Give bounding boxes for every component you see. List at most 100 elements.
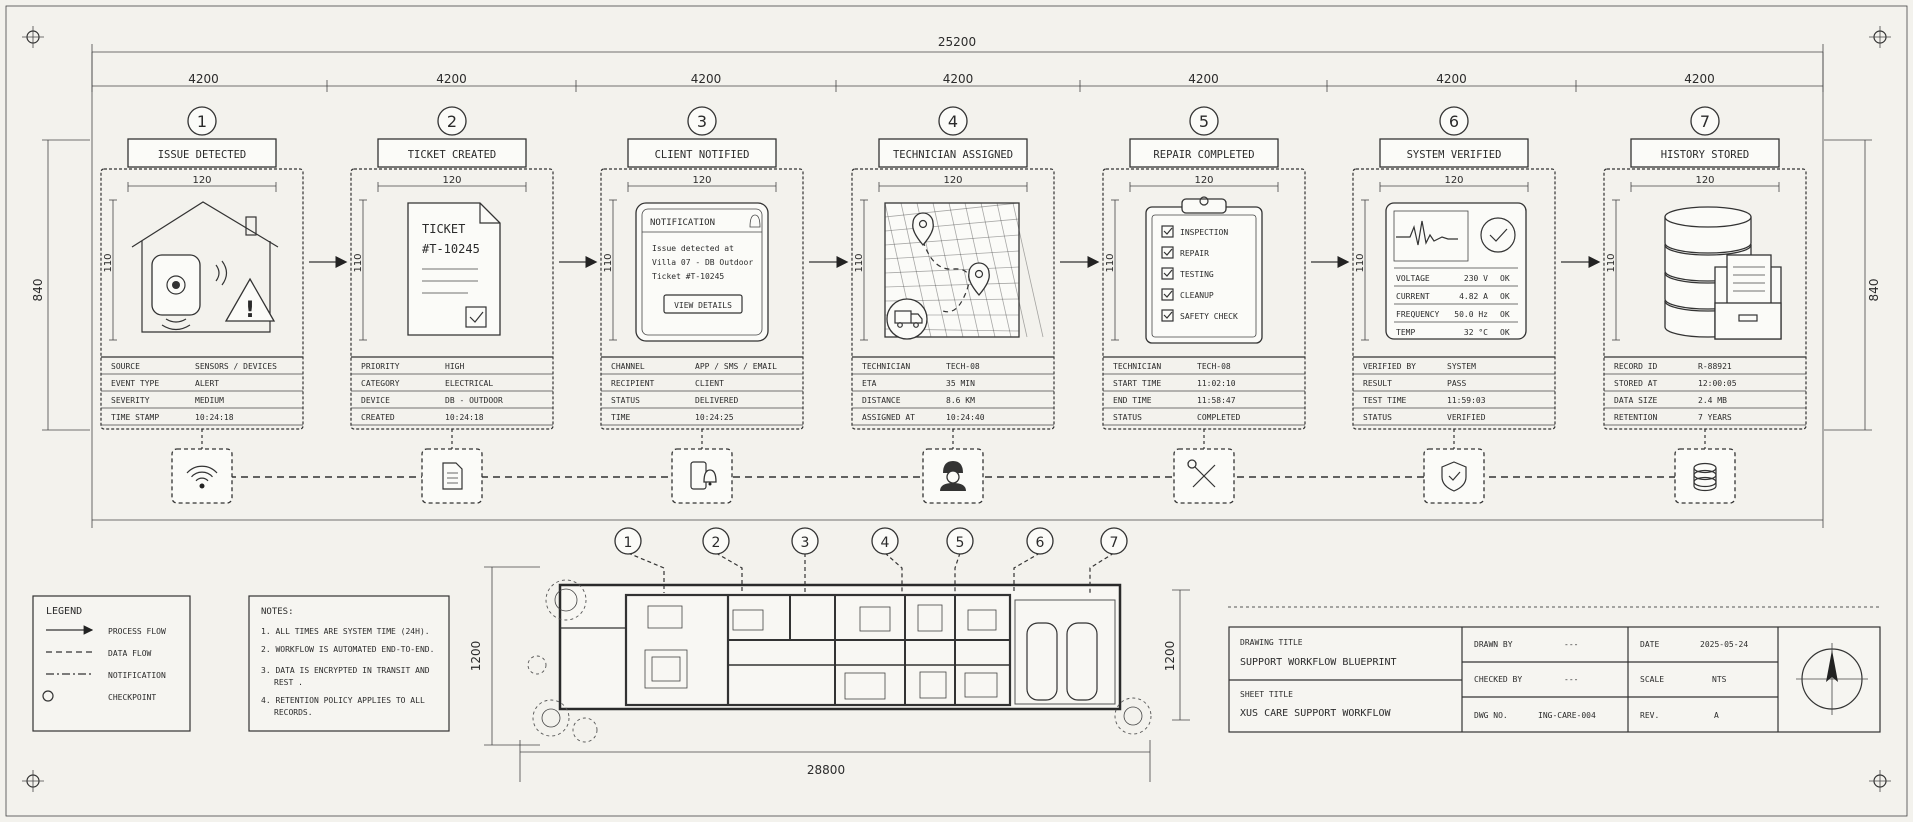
card-width-dim: 120 [192,175,211,186]
row-label: STATUS [1113,413,1142,422]
note-1: 1. ALL TIMES ARE SYSTEM TIME (24H). [261,627,430,636]
card-width-dim: 120 [1194,175,1213,186]
step-number-circle [938,106,968,136]
row-label: TEST TIME [1363,396,1407,405]
plan-marker-number: 7 [1110,535,1119,551]
row-value: SYSTEM [1447,362,1476,371]
note-3a: 3. DATA IS ENCRYPTED IN TRANSIT AND [261,666,430,675]
note-4a: 4. RETENTION POLICY APPLIES TO ALL [261,696,425,705]
title-block: DRAWING TITLE SUPPORT WORKFLOW BLUEPRINT… [1228,606,1881,733]
step-title-box [377,138,527,168]
row-label: TECHNICIAN [862,362,910,371]
phone-bell-icon [671,448,733,504]
step-title: TICKET CREATED [408,149,497,161]
database-archive-icon [1664,206,1782,340]
step-number-circle [437,106,467,136]
note-2: 2. WORKFLOW IS AUTOMATED END-TO-END. [261,645,434,654]
dim-segment-label: 4200 [1188,72,1219,86]
step-number-circle [1189,106,1219,136]
row-label: STATUS [611,396,640,405]
step-title-box [627,138,777,168]
plan-dim-left: 1200 [469,641,483,672]
row-value: HIGH [445,362,464,371]
plan-marker: 4 [871,527,903,593]
dim-segment-label: 4200 [188,72,219,86]
legend-notification: NOTIFICATION [108,671,166,680]
row-label: DISTANCE [862,396,901,405]
row-value: 10:24:25 [695,413,734,422]
ticket-id: #T-10245 [422,242,480,256]
scale-label: SCALE [1640,675,1664,684]
card-width-dim: 120 [943,175,962,186]
row-label: START TIME [1113,379,1161,388]
svg-text:!: ! [245,298,255,323]
step-number: 7 [1700,112,1710,131]
notes-title: NOTES: [261,607,294,617]
checklist-item: SAFETY CHECK [1180,312,1238,321]
step-title: REPAIR COMPLETED [1153,149,1254,161]
row-value: 11:59:03 [1447,396,1486,405]
notification-line-1: Issue detected at [652,244,734,253]
dim-right-label: 840 [1867,279,1881,302]
reading-value: 230 V [1464,274,1488,283]
card-height-dim: 110 [854,253,865,272]
document-icon [421,448,483,504]
checklist-item: INSPECTION [1180,228,1228,237]
plan-marker: 7 [1089,527,1128,593]
row-label: RESULT [1363,379,1392,388]
row-value: ELECTRICAL [445,379,493,388]
rev-label: REV. [1640,711,1659,720]
legend-checkpoint-symbol [42,690,54,702]
row-label: RECIPIENT [611,379,655,388]
row-value: 11:02:10 [1197,379,1236,388]
card-height-dim: 110 [1606,253,1617,272]
row-value: DB - OUTDOOR [445,396,503,405]
shield-check-icon [1423,448,1485,504]
row-label: ASSIGNED AT [862,413,915,422]
reading-status: OK [1500,274,1510,283]
step-number-circle [187,106,217,136]
row-label: TIME STAMP [111,413,159,422]
step-title-box [1129,138,1279,168]
ticket-document-icon: TICKET #T-10245 [407,202,501,336]
notes: NOTES: 1. ALL TIMES ARE SYSTEM TIME (24H… [248,595,450,732]
drawn-by-value: --- [1564,640,1578,649]
dim-left-label: 840 [31,279,45,302]
ticket-title: TICKET [422,222,465,236]
plan-marker-number: 6 [1036,535,1045,551]
tools-icon [1173,448,1235,504]
row-value: 2.4 MB [1698,396,1727,405]
row-value: 12:00:05 [1698,379,1737,388]
row-value: MEDIUM [195,396,224,405]
row-label: PRIORITY [361,362,400,371]
view-details-button[interactable] [663,294,743,314]
row-value: CLIENT [695,379,724,388]
north-arrow-icon [1796,643,1868,715]
step-title: TECHNICIAN ASSIGNED [893,149,1013,161]
reading-label: FREQUENCY [1396,310,1440,319]
step-number: 5 [1199,112,1209,131]
step-title: SYSTEM VERIFIED [1407,149,1502,161]
step-title: ISSUE DETECTED [158,149,247,161]
step-title-box [1630,138,1780,168]
reading-value: 4.82 A [1459,292,1488,301]
note-3b: REST . [274,678,303,687]
date-label: DATE [1640,640,1659,649]
row-label: CATEGORY [361,379,400,388]
wifi-icon [171,448,233,504]
row-value: VERIFIED [1447,413,1486,422]
row-value: COMPLETED [1197,413,1241,422]
plan-car-2 [1066,622,1098,701]
technician-icon [922,448,984,504]
row-value: PASS [1447,379,1466,388]
